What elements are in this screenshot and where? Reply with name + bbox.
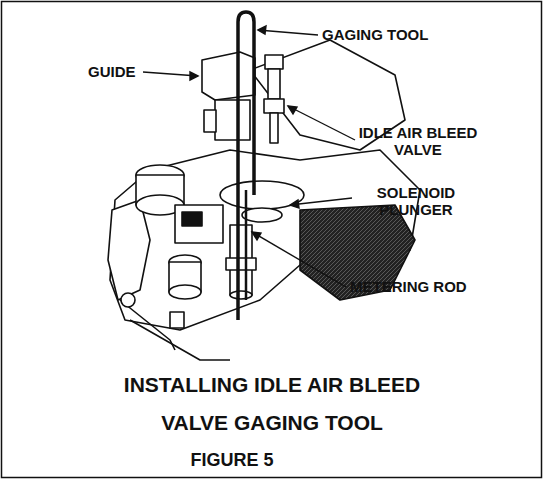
figure-caption: FIGURE 5	[152, 450, 312, 471]
bleed-valve-body	[268, 69, 280, 99]
guide	[202, 52, 255, 100]
leader-line	[252, 232, 346, 287]
bleed-valve-stem	[270, 113, 278, 143]
part-label: METERING ROD	[350, 278, 500, 295]
figure-title: INSTALLING IDLE AIR BLEED VALVE GAGING T…	[102, 366, 442, 442]
leader-line	[290, 198, 352, 205]
jet-end	[230, 291, 252, 299]
screw	[170, 312, 184, 328]
solenoid-terminal	[182, 212, 202, 226]
arrowhead	[258, 26, 266, 34]
part-label: GAGING TOOL	[322, 26, 472, 43]
arrowhead	[252, 232, 261, 240]
fitting-bottom	[169, 285, 201, 299]
part-label: GUIDE	[88, 63, 148, 80]
guide-post	[215, 100, 250, 140]
guide-stud	[204, 110, 216, 132]
bleed-valve-cap	[265, 55, 283, 69]
plunger-seat	[242, 208, 282, 222]
solenoid-block	[175, 205, 223, 243]
metering-rod	[245, 190, 248, 300]
cluster-plate	[220, 181, 304, 209]
jet-nut	[226, 258, 256, 270]
arrowhead	[190, 72, 198, 80]
part-label: SOLENOID PLUNGER	[356, 184, 476, 219]
leader-line	[288, 106, 355, 140]
bleed-valve-nut	[264, 99, 284, 113]
carburetor-body	[110, 150, 420, 330]
pivot	[121, 293, 135, 307]
part-label: IDLE AIR BLEED VALVE	[358, 124, 478, 159]
fuel-inlet	[108, 200, 150, 300]
leader-line	[258, 30, 318, 35]
arrowhead	[288, 106, 297, 114]
gaging-tool	[238, 12, 254, 320]
arrowhead	[290, 200, 299, 208]
